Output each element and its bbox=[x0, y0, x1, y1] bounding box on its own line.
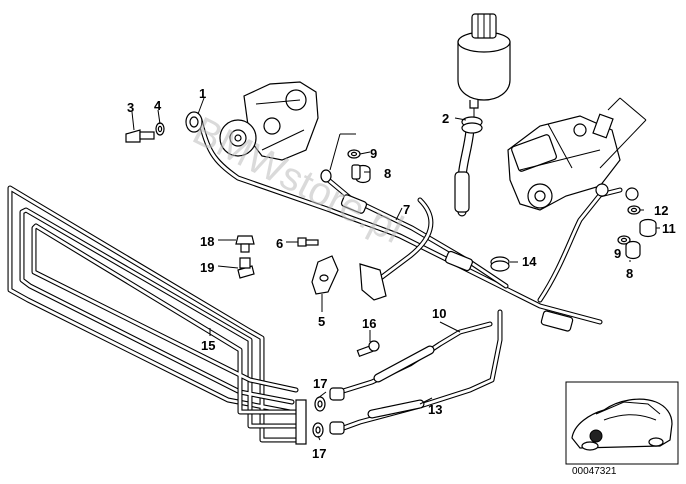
bracket-5[interactable] bbox=[311, 255, 339, 295]
hose-sleeve bbox=[445, 250, 473, 272]
banjo-fitting bbox=[329, 387, 345, 435]
seal-ring-9-right[interactable] bbox=[617, 235, 631, 245]
diagram-id: 00047321 bbox=[572, 466, 617, 477]
label-part-1: 1 bbox=[199, 86, 206, 101]
label-part-5: 5 bbox=[318, 314, 325, 329]
hose-sleeve bbox=[340, 194, 368, 214]
label-part-8-right: 8 bbox=[626, 266, 633, 281]
bolt-3[interactable] bbox=[125, 129, 155, 143]
label-part-14: 14 bbox=[522, 254, 537, 269]
steering-gear[interactable] bbox=[507, 113, 639, 211]
suction-hose[interactable] bbox=[454, 125, 475, 217]
clip-nut-18[interactable] bbox=[237, 257, 255, 279]
label-part-16: 16 bbox=[362, 316, 376, 331]
label-part-4: 4 bbox=[154, 98, 162, 113]
screw-8-left[interactable] bbox=[351, 164, 371, 184]
bolt-19[interactable] bbox=[235, 235, 255, 253]
label-part-13: 13 bbox=[428, 402, 442, 417]
clamp-14[interactable] bbox=[490, 256, 510, 272]
label-part-7: 7 bbox=[403, 202, 410, 217]
label-part-2: 2 bbox=[442, 111, 449, 126]
label-part-19: 19 bbox=[200, 260, 214, 275]
label-part-11: 11 bbox=[662, 221, 676, 236]
hose-sleeve bbox=[540, 310, 574, 332]
screw-6[interactable] bbox=[297, 237, 319, 247]
seal-ring-17-upper[interactable] bbox=[314, 396, 326, 412]
label-part-12: 12 bbox=[654, 203, 668, 218]
label-part-8-left: 8 bbox=[384, 166, 391, 181]
leader-lines bbox=[131, 97, 660, 441]
label-part-6: 6 bbox=[276, 236, 283, 251]
cooling-loop-pipe[interactable] bbox=[7, 185, 307, 445]
hose-holder bbox=[359, 263, 387, 301]
label-part-9-right: 9 bbox=[614, 246, 621, 261]
screw-11[interactable] bbox=[639, 218, 657, 238]
car-location-thumbnail[interactable] bbox=[565, 381, 679, 465]
label-part-9-left: 9 bbox=[370, 146, 377, 161]
hose-line-10[interactable] bbox=[337, 321, 493, 395]
location-marker bbox=[589, 429, 603, 443]
seal-ring-12[interactable] bbox=[627, 205, 641, 215]
reservoir[interactable] bbox=[457, 13, 511, 118]
seal-ring-17-lower[interactable] bbox=[312, 422, 324, 438]
label-part-17-upper: 17 bbox=[313, 376, 327, 391]
label-part-10: 10 bbox=[432, 306, 446, 321]
power-steering-pump[interactable] bbox=[185, 81, 332, 183]
pressure-hose[interactable] bbox=[197, 117, 603, 325]
clamp-2[interactable] bbox=[461, 116, 483, 134]
label-part-15: 15 bbox=[201, 338, 215, 353]
screw-16[interactable] bbox=[356, 340, 380, 357]
screw-8-right[interactable] bbox=[625, 240, 641, 260]
hose-line-13[interactable] bbox=[335, 309, 503, 433]
label-part-18: 18 bbox=[200, 234, 214, 249]
label-part-3: 3 bbox=[127, 100, 134, 115]
seal-ring-9-left[interactable] bbox=[347, 149, 361, 159]
return-hose[interactable] bbox=[367, 187, 623, 303]
label-part-17-lower: 17 bbox=[312, 446, 326, 461]
seal-ring-4[interactable] bbox=[155, 122, 165, 136]
